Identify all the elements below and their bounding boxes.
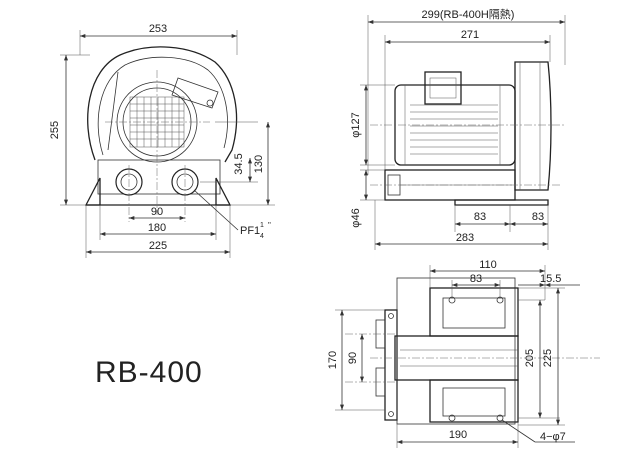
dim-283: 283 bbox=[456, 232, 474, 244]
terminal-box bbox=[424, 71, 462, 105]
dim-205: 205 bbox=[524, 349, 536, 367]
dim-83-left-side: 83 bbox=[474, 211, 486, 223]
dim-130: 130 bbox=[253, 155, 265, 173]
dim-225-top: 225 bbox=[542, 349, 554, 367]
port-thread-label: PF1 bbox=[240, 225, 260, 237]
dim-83-top: 83 bbox=[470, 273, 482, 285]
dim-90-top: 90 bbox=[347, 352, 359, 364]
dim-271: 271 bbox=[461, 29, 479, 41]
dim-holes: 4−φ7 bbox=[540, 431, 566, 443]
dim-225-front: 225 bbox=[149, 240, 167, 252]
dim-83-right-side: 83 bbox=[532, 211, 544, 223]
dim-170: 170 bbox=[327, 351, 339, 369]
dim-15-5: 15.5 bbox=[540, 273, 561, 285]
dim-phi46: φ46 bbox=[350, 208, 362, 227]
top-view: 110 83 15.5 170 90 205 225 190 bbox=[327, 259, 600, 448]
dim-255: 255 bbox=[49, 121, 61, 139]
port-thread-num: 1 bbox=[260, 222, 264, 229]
volute-housing bbox=[87, 46, 238, 163]
port-thread-mark: " bbox=[268, 221, 271, 230]
side-view: 299(RB-400H隔熱) 271 φ127 φ46 83 83 283 bbox=[350, 8, 566, 250]
model-label: RB-400 bbox=[95, 356, 203, 389]
dim-110: 110 bbox=[479, 259, 497, 271]
dim-190: 190 bbox=[449, 429, 467, 441]
dim-299: 299(RB-400H隔熱) bbox=[422, 8, 515, 21]
dim-90-front: 90 bbox=[151, 206, 163, 218]
motor-fins bbox=[410, 104, 498, 155]
dim-phi127: φ127 bbox=[350, 112, 362, 138]
dim-253: 253 bbox=[149, 23, 167, 35]
blower-housing bbox=[514, 61, 552, 191]
dim-34-5: 34.5 bbox=[233, 153, 245, 174]
front-view: 253 255 34.5 130 90 180 225 PF1 1 4 " bbox=[49, 23, 275, 258]
port-thread-den: 4 bbox=[260, 233, 264, 240]
dim-180: 180 bbox=[148, 222, 166, 234]
